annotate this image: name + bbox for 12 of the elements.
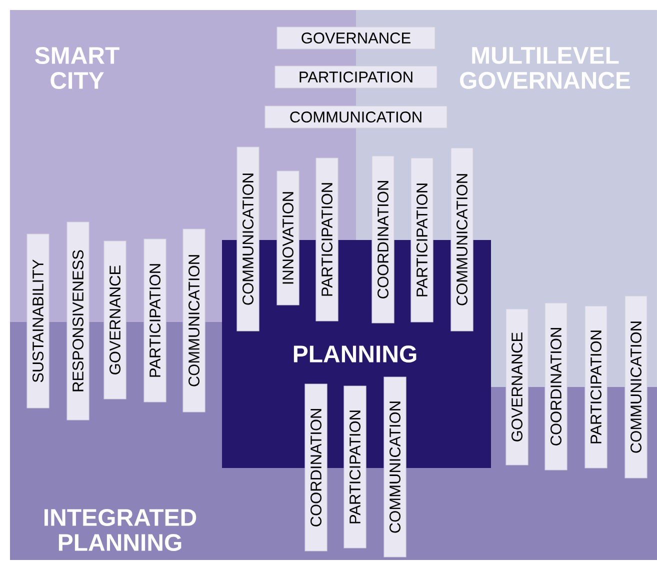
keyword-tag: GOVERNANCE bbox=[104, 240, 126, 400]
keyword-tag: COORDINATION bbox=[544, 302, 568, 470]
keyword-tag: SUSTAINABILITY bbox=[26, 234, 50, 408]
keyword-tag: RESPONSIVENESS bbox=[66, 222, 90, 420]
keyword-tag: GOVERNANCE bbox=[506, 308, 528, 466]
keyword-tag: PARTICIPATION bbox=[584, 306, 608, 468]
keyword-tag: COMMUNICATION bbox=[264, 106, 448, 128]
keyword-tag: PARTICIPATION bbox=[274, 66, 438, 88]
keyword-tag: COMMUNICATION bbox=[182, 228, 206, 412]
keyword-tag: COMMUNICATION bbox=[624, 296, 648, 478]
keyword-tag: GOVERNANCE bbox=[276, 26, 436, 50]
keyword-tag: PARTICIPATION bbox=[144, 238, 166, 402]
